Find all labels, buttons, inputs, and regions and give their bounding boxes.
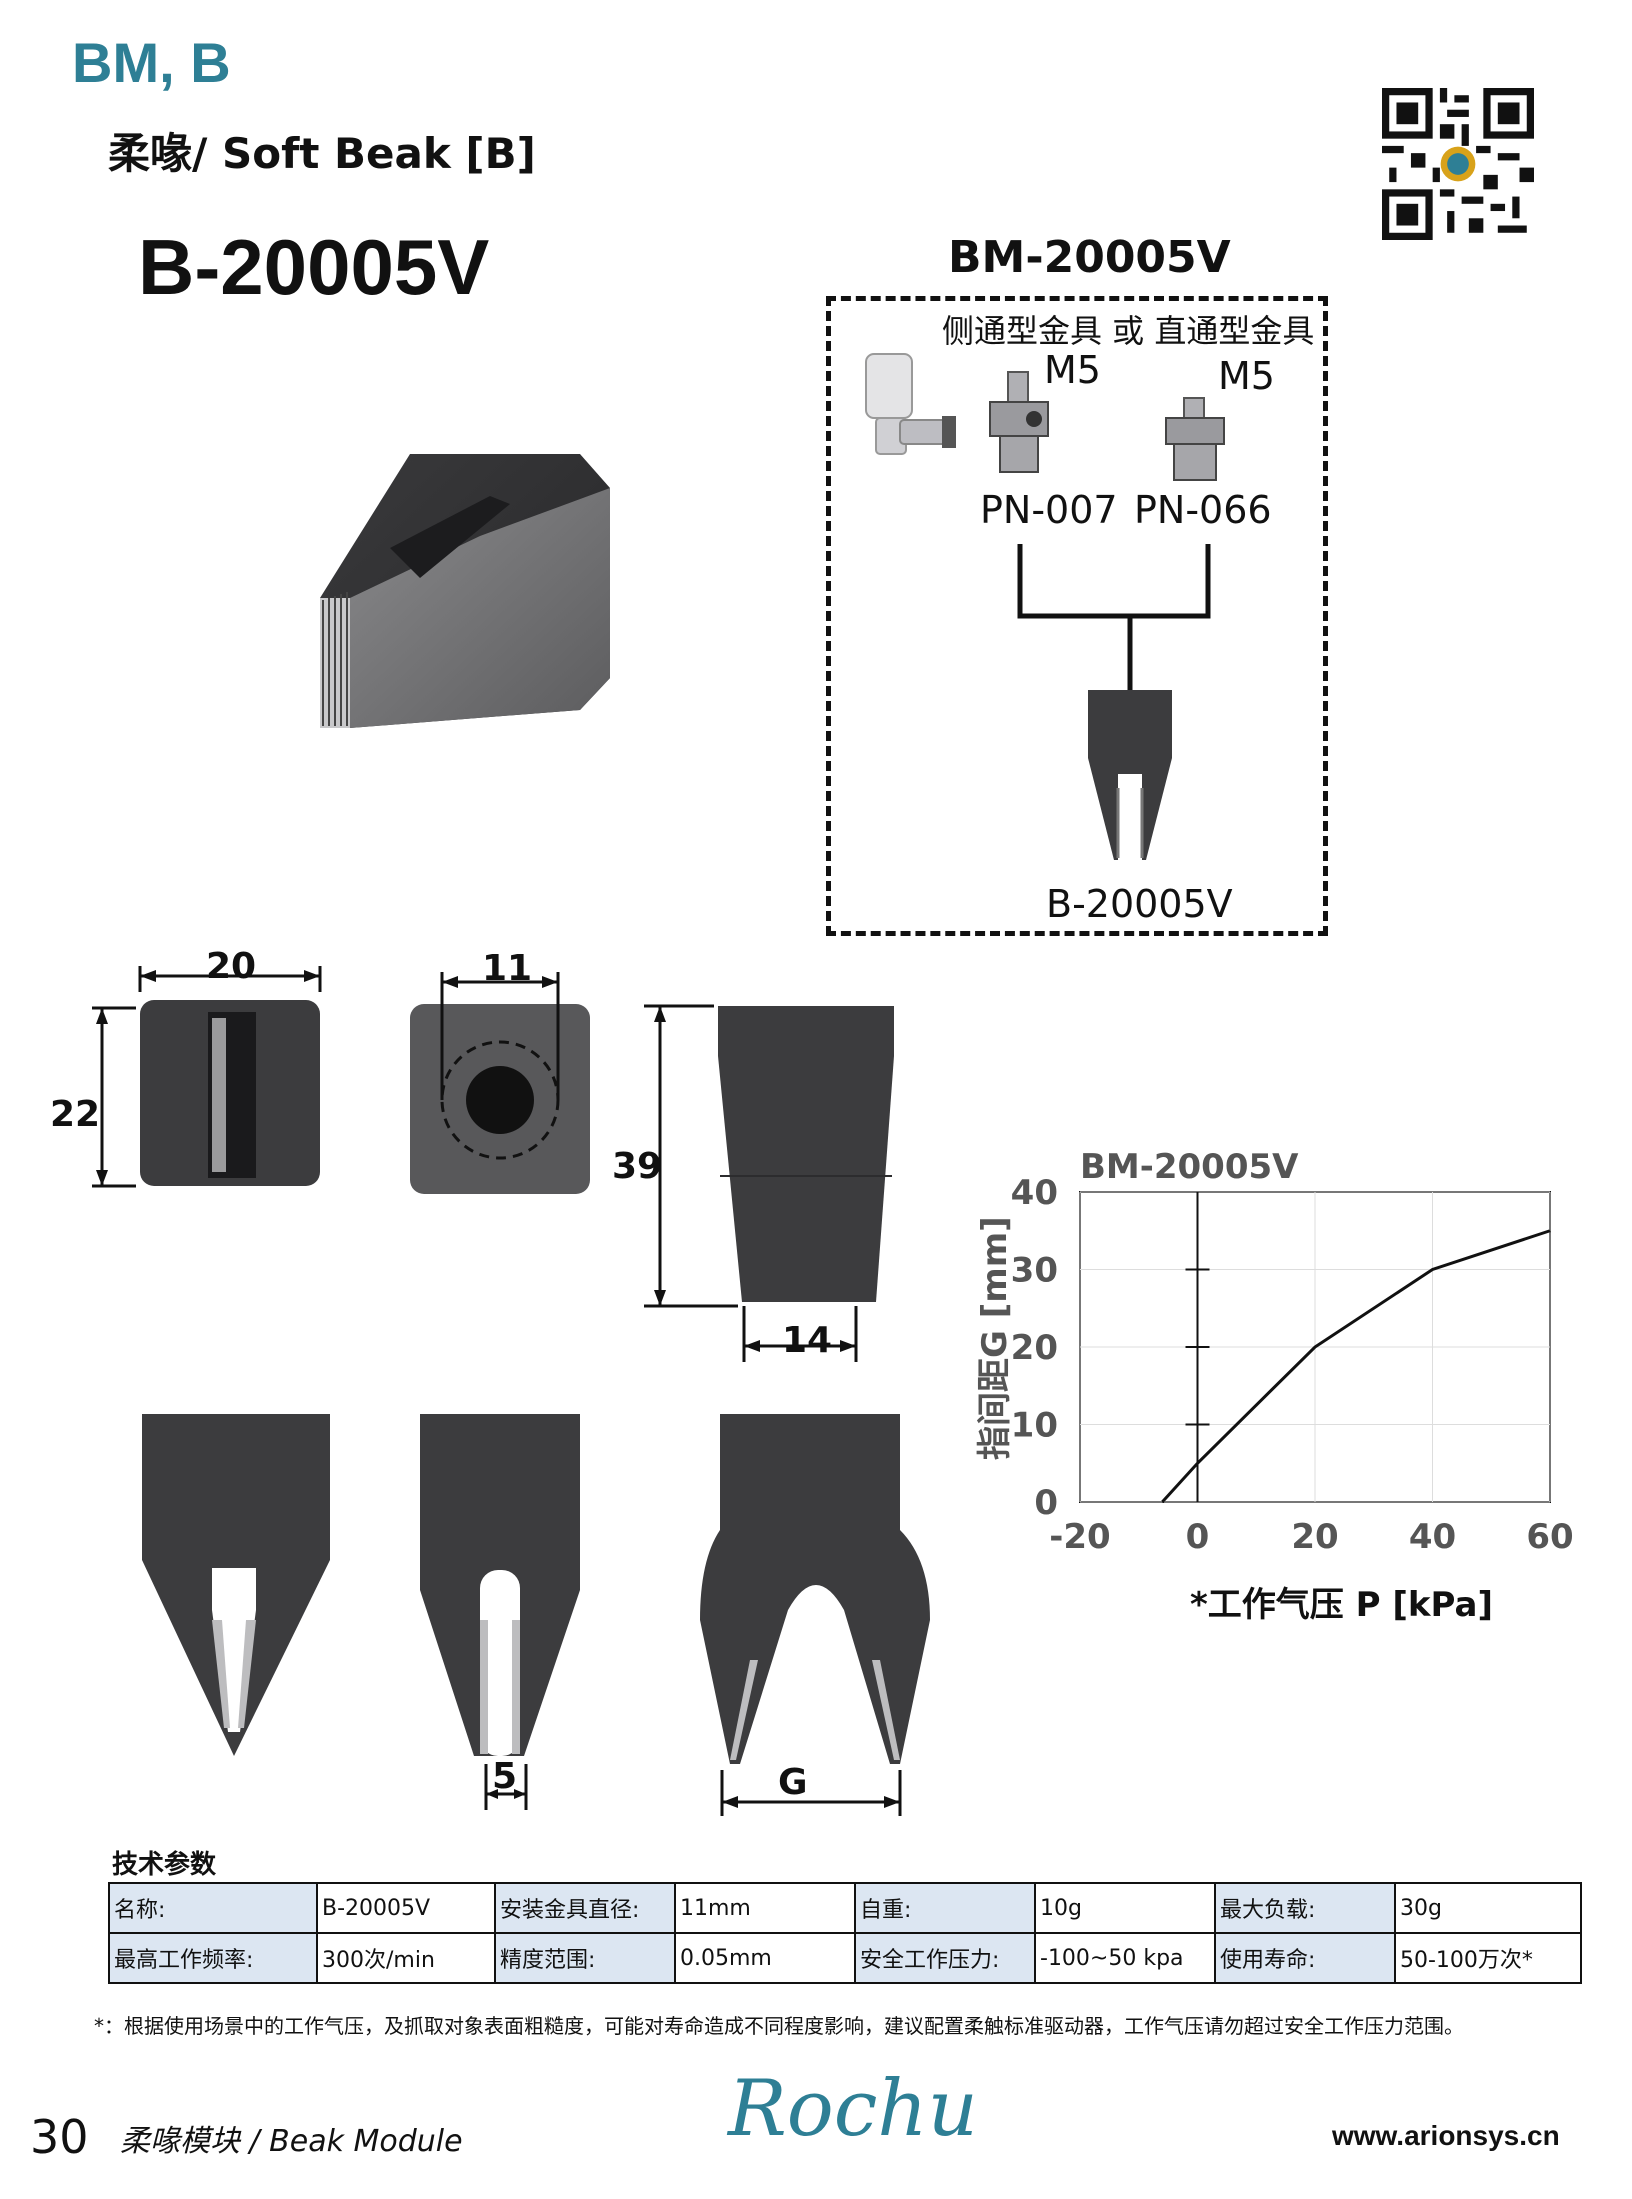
chart-x-tick-label: -20 — [1049, 1517, 1110, 1557]
thread-label-left: M5 — [1044, 348, 1101, 392]
dim-side-width: 14 — [782, 1320, 833, 1361]
chart-y-tick-label: 10 — [1011, 1406, 1058, 1446]
finger-open-view-drawing — [700, 1414, 930, 1816]
spec-value: -100~50 kpa — [1034, 1932, 1216, 1984]
footer-module-name: 柔喙模块 / Beak Module — [120, 2124, 463, 2159]
spec-key: 安装金具直径: — [494, 1882, 676, 1934]
dim-open-gap: G — [778, 1762, 808, 1803]
spec-key: 最大负载: — [1214, 1882, 1396, 1934]
top-view-drawing — [410, 972, 590, 1194]
rochu-logo: Rochu — [728, 2064, 978, 2154]
chart-x-tick-label: 0 — [1186, 1517, 1210, 1557]
finger-closed-view-drawing — [142, 1414, 330, 1756]
side-fitting-pn007-image — [989, 371, 1049, 473]
chart-x-tick-label: 60 — [1526, 1517, 1573, 1557]
table-row: 名称: B-20005V 安装金具直径: 11mm 自重: 10g 最大负载: … — [108, 1882, 1582, 1934]
chart-xlabel: *工作气压 P [kPa] — [1190, 1585, 1493, 1625]
finger-tip-view-drawing — [420, 1414, 580, 1810]
spec-key: 精度范围: — [494, 1932, 676, 1984]
spec-value: 50-100万次* — [1394, 1932, 1582, 1984]
dim-tip-gap: 5 — [492, 1756, 518, 1797]
thread-label-right: M5 — [1218, 354, 1275, 398]
table-row: 最高工作频率: 300次/min 精度范围: 0.05mm 安全工作压力: -1… — [108, 1932, 1582, 1984]
chart-x-tick-label: 20 — [1291, 1517, 1338, 1557]
part-label-pn007: PN-007 — [980, 488, 1118, 532]
fitting-caption: 侧通型金具 或 直通型金具 — [942, 312, 1315, 350]
qr-code-icon — [1382, 88, 1534, 240]
spec-value: 11mm — [674, 1882, 856, 1934]
assembly-diagram-frame — [826, 296, 1328, 936]
spec-key: 自重: — [854, 1882, 1036, 1934]
dim-side-height: 39 — [612, 1146, 663, 1187]
chart-series-line — [1161, 1229, 1551, 1504]
side-view-drawing — [644, 1004, 894, 1362]
assembly-beak-label: B-20005V — [1046, 882, 1233, 926]
chart-y-tick-label: 40 — [1011, 1173, 1058, 1213]
spec-value: 0.05mm — [674, 1932, 856, 1984]
spec-key: 最高工作频率: — [108, 1932, 318, 1984]
assembly-title: BM-20005V — [948, 232, 1231, 283]
spec-value: 30g — [1394, 1882, 1582, 1934]
chart-y-tick-label: 30 — [1011, 1251, 1058, 1291]
assembly-connector-lines — [1017, 544, 1211, 690]
specs-title: 技术参数 — [112, 1850, 217, 1880]
footnote: *：根据使用场景中的工作气压，及抓取对象表面粗糙度，可能对寿命造成不同程度影响，… — [94, 2014, 1464, 2038]
elbow-fitting-image — [865, 353, 956, 455]
spec-key: 名称: — [108, 1882, 318, 1934]
chart-x-tick-label: 40 — [1409, 1517, 1456, 1557]
spec-key: 安全工作压力: — [854, 1932, 1036, 1984]
dim-top-diameter: 11 — [482, 948, 533, 989]
spec-value: 300次/min — [316, 1932, 496, 1984]
beak-front-small-image — [1088, 690, 1172, 860]
page-number: 30 — [30, 2110, 89, 2164]
spec-value: B-20005V — [316, 1882, 496, 1934]
specs-table: 名称: B-20005V 安装金具直径: 11mm 自重: 10g 最大负载: … — [108, 1882, 1582, 1984]
dim-front-height: 22 — [50, 1094, 101, 1135]
beak-isometric-image — [320, 454, 610, 728]
straight-fitting-pn066-image — [1165, 397, 1225, 481]
model-title: B-20005V — [138, 223, 490, 311]
product-subtitle: 柔喙/ Soft Beak [B] — [108, 129, 536, 178]
dim-front-width: 20 — [206, 946, 257, 987]
chart-title: BM-20005V — [1080, 1147, 1299, 1187]
front-view-drawing — [92, 966, 322, 1188]
spec-value: 10g — [1034, 1882, 1216, 1934]
series-title: BM, B — [72, 31, 231, 94]
chart-y-tick-label: 0 — [1034, 1483, 1058, 1523]
website-link[interactable]: www.arionsys.cn — [1332, 2120, 1560, 2151]
spec-key: 使用寿命: — [1214, 1932, 1396, 1984]
chart-ylabel: 指间距G [mm] — [975, 1216, 1015, 1460]
part-label-pn066: PN-066 — [1134, 488, 1272, 532]
chart-y-tick-label: 20 — [1011, 1328, 1058, 1368]
